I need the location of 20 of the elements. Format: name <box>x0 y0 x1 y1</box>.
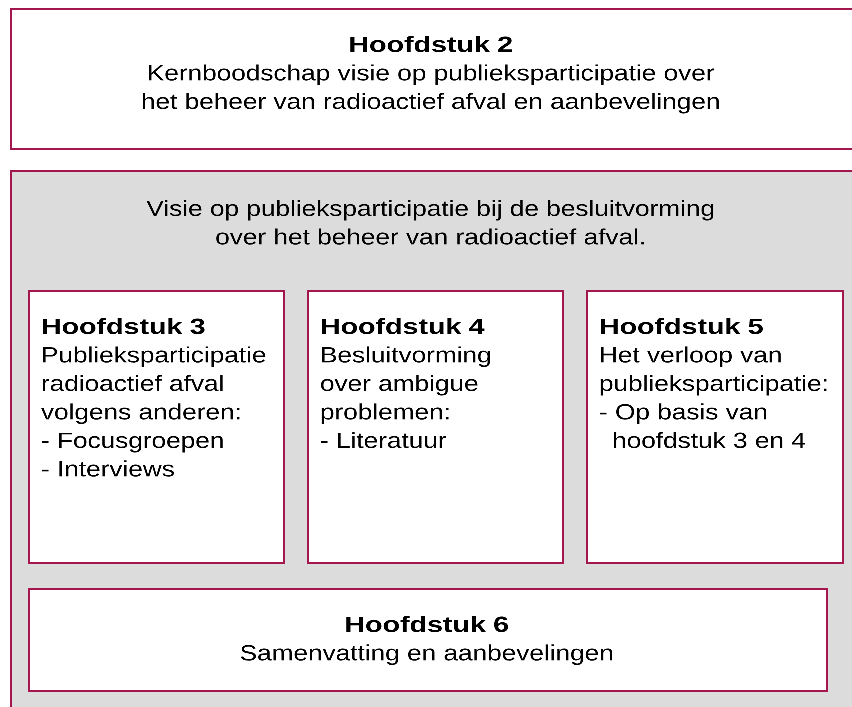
list-item: - Literatuur <box>321 432 446 448</box>
heading: Hoofdstuk 5 <box>601 318 764 334</box>
chapter-box <box>586 290 844 564</box>
heading: Hoofdstuk 3 <box>43 318 205 334</box>
body-text: Publieksparticipatie radioactief afval volgens anderen: <box>41 346 266 424</box>
heading: Hoofdstuk 2 <box>350 36 512 52</box>
chapter-box <box>307 290 564 564</box>
heading: Hoofdstuk 4 <box>322 318 485 334</box>
body-text: Visie op publieksparticipatie bij de besluitvorming over het beheer van radioactief afval. <box>146 200 714 245</box>
body-text: Samenvatting en aanbevelingen <box>241 644 612 666</box>
chapter-box <box>28 588 828 692</box>
list-item: - Interviews <box>42 460 174 477</box>
body-text: Besluitvorming over ambigue problemen: <box>321 346 490 424</box>
body-text: Kernboodschap visie op publieksparticipatie over het beheer van radioactief afval en aanbevelingen <box>143 64 719 114</box>
list-item: - Focusgroepen <box>42 433 223 453</box>
chapter-box <box>10 8 852 150</box>
body-text: Het verloop van publieksparticipatie: <box>600 346 827 396</box>
chapter-box <box>28 290 286 564</box>
heading: Hoofdstuk 6 <box>346 616 508 632</box>
list-item: - Op basis van hoofdstuk 3 en 4 <box>600 404 806 448</box>
